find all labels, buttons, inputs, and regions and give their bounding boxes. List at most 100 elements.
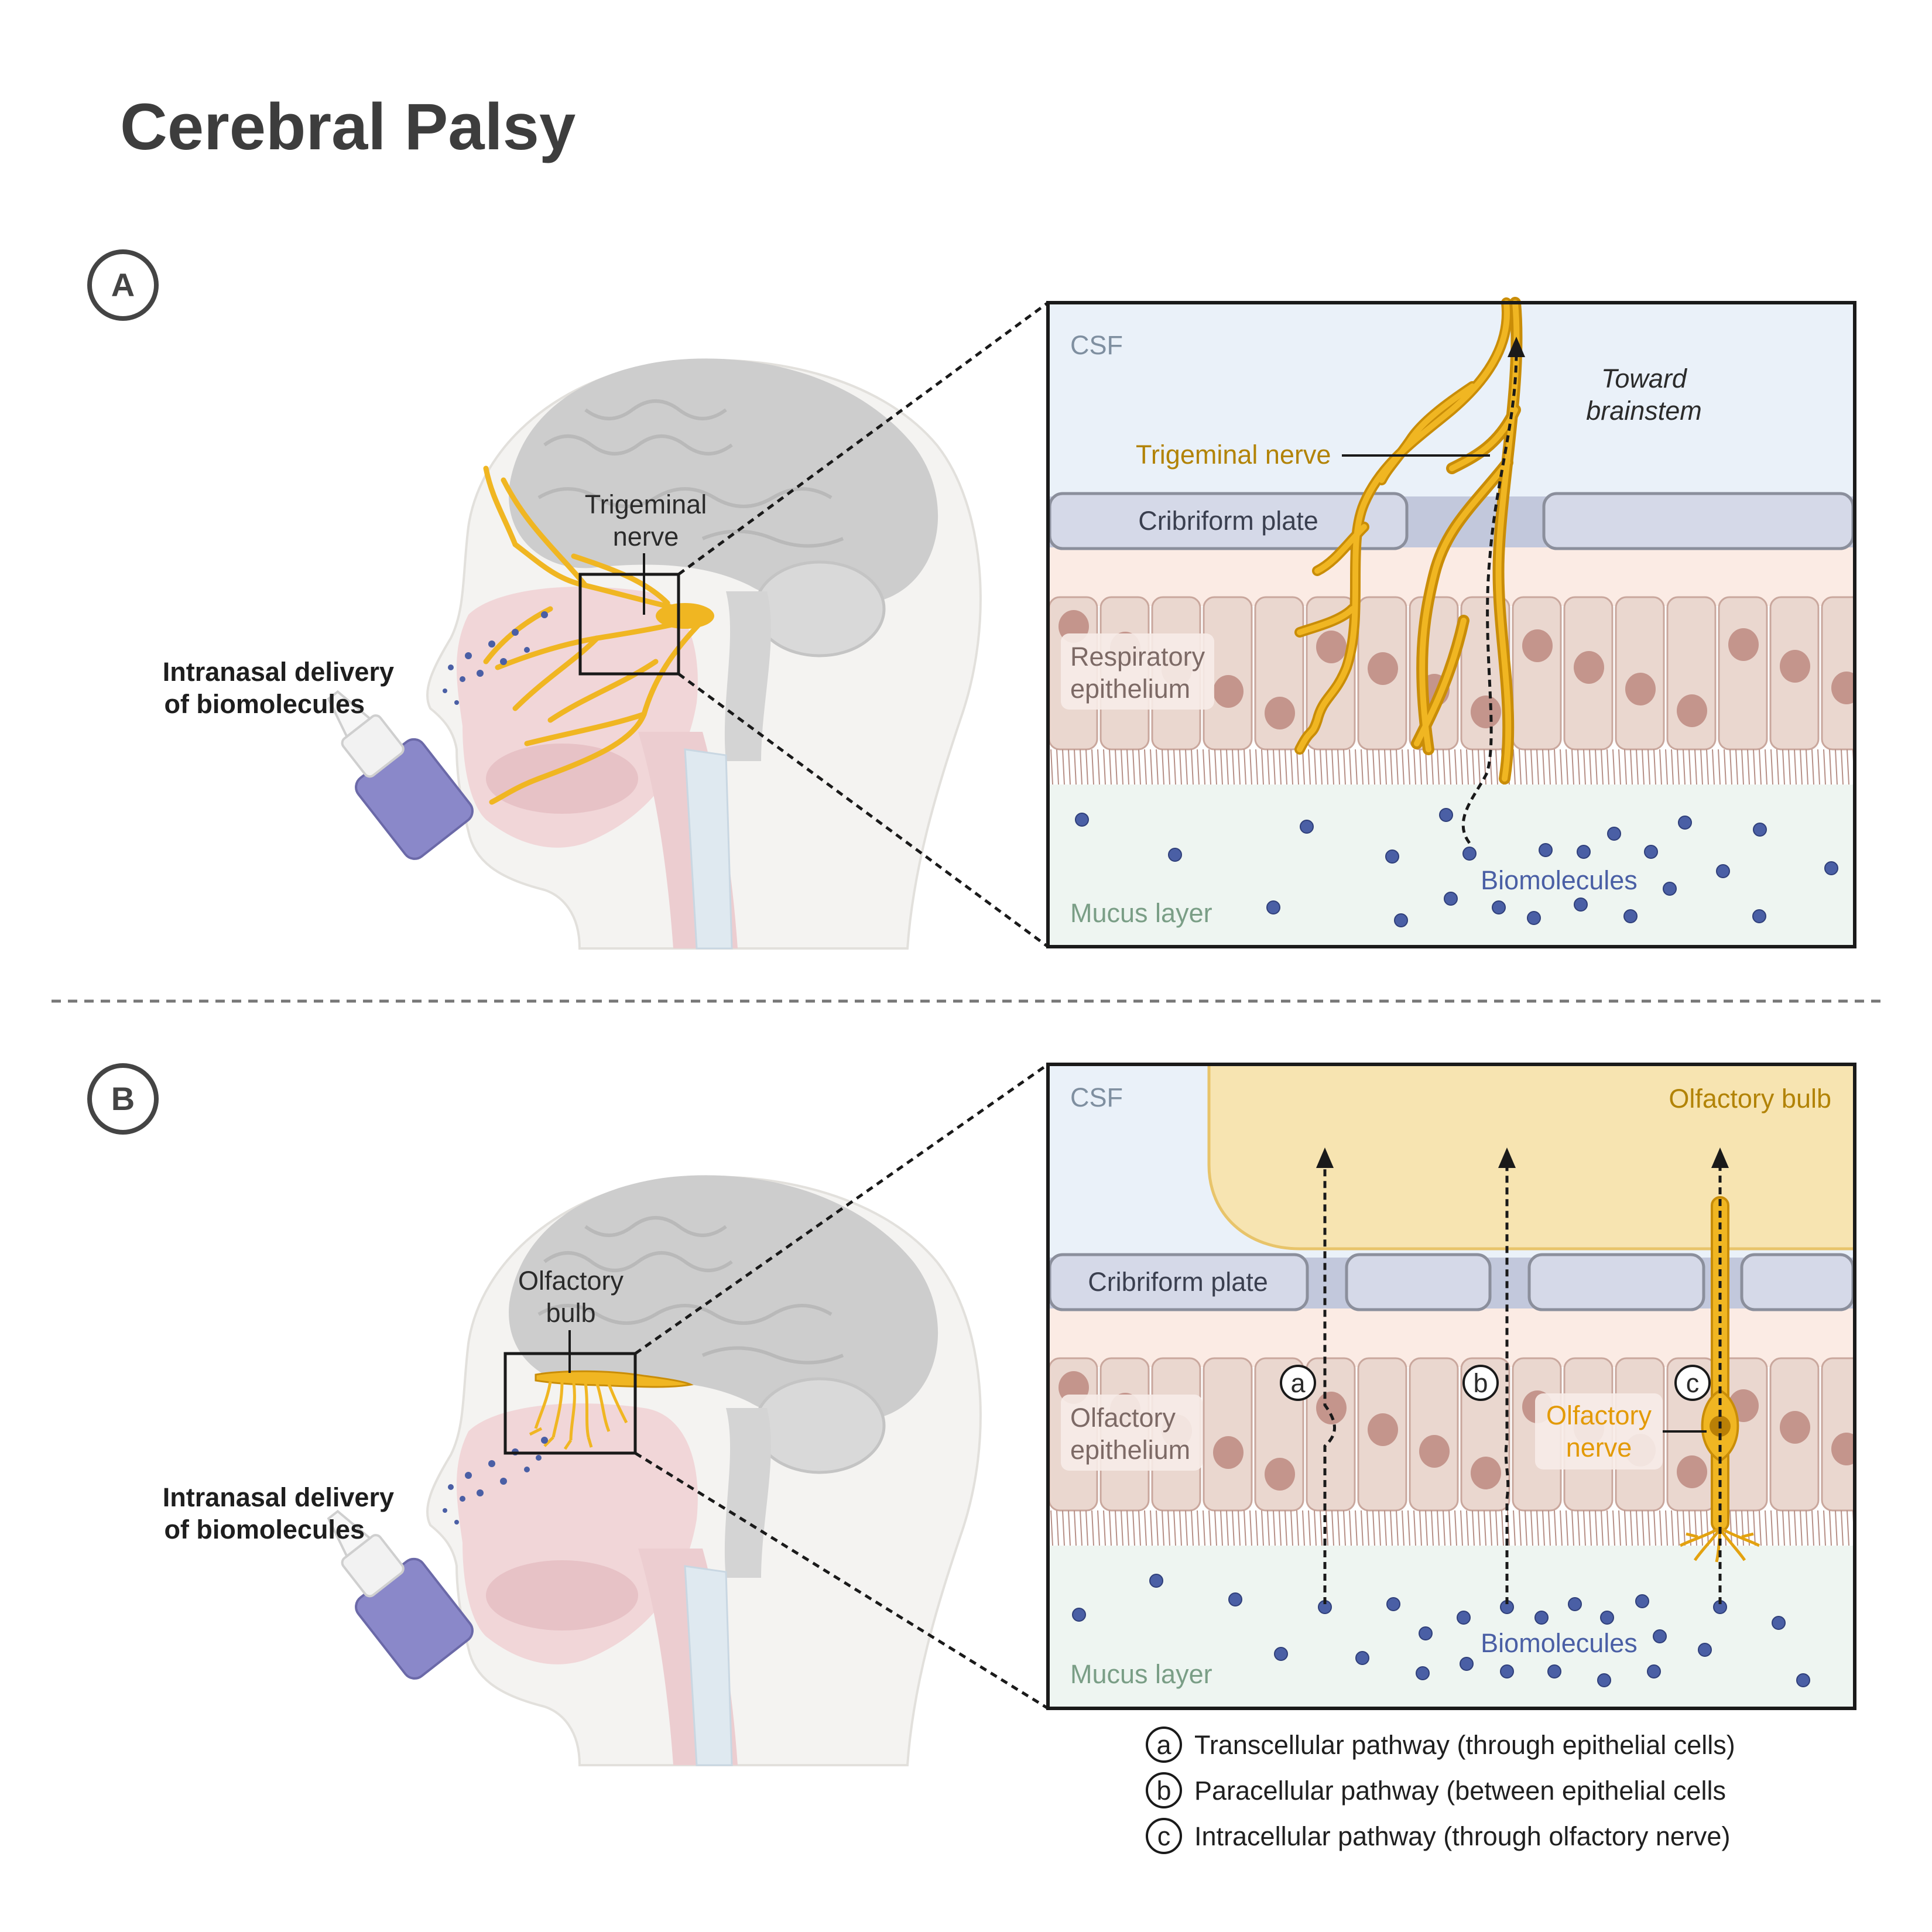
biomolecule: [1385, 849, 1399, 864]
cell-nucleus: [1522, 629, 1553, 662]
epithelium-label-bg-a: [1061, 633, 1214, 710]
marker-c: [1674, 1365, 1711, 1401]
legend-a-marker: [1146, 1727, 1182, 1763]
panel-b-badge: [87, 1063, 159, 1135]
head-illustration-a: [327, 358, 982, 950]
biomolecule: [1527, 911, 1541, 925]
nerve-label-line2: nerve: [1566, 1433, 1632, 1462]
biomolecule: [1416, 1666, 1430, 1680]
cell-nucleus: [1780, 650, 1810, 683]
cell-nucleus: [1677, 694, 1707, 727]
biomolecule: [1698, 1643, 1712, 1657]
cribriform-plate-b-3: [1527, 1253, 1705, 1311]
cilia-b: [1050, 1510, 1855, 1546]
biomolecule: [1355, 1651, 1369, 1665]
biomolecule: [1075, 813, 1089, 827]
legend-c-key: c: [1157, 1821, 1171, 1851]
cribriform-label-b: Cribriform plate: [1088, 1267, 1268, 1297]
biomolecule: [1635, 1594, 1649, 1608]
toward-label-line1: Toward: [1601, 364, 1688, 393]
panel-a-badge: [87, 249, 159, 321]
biomolecule: [1168, 848, 1182, 862]
cell-nucleus: [1831, 672, 1855, 704]
epithelium-label-b-line1: Olfactory: [1070, 1403, 1176, 1433]
legend-b-marker: [1146, 1772, 1182, 1808]
epithelial-cell: [1821, 596, 1855, 751]
cilia-strands: [1050, 749, 1855, 785]
cilia-strands: [1050, 1510, 1855, 1546]
head-label-a-line1: Trigeminal: [585, 489, 707, 519]
biomolecule: [1492, 900, 1506, 914]
inset-a: [1048, 303, 1913, 947]
cerebellum: [753, 1377, 886, 1474]
legend-b-key: b: [1156, 1776, 1171, 1806]
biomolecule: [1597, 1673, 1611, 1687]
biomolecule: [1300, 820, 1314, 834]
nerve-label-bg: [1535, 1393, 1663, 1469]
biomolecule: [1266, 900, 1280, 914]
brain-folds: [537, 399, 844, 548]
head-label-a-line2: nerve: [613, 522, 679, 551]
biomolecule: [1623, 909, 1638, 923]
cell-nucleus: [1831, 1433, 1855, 1465]
toward-label-line2: brainstem: [1586, 396, 1702, 426]
spray-bottle-a: [327, 690, 474, 860]
biomolecule: [1072, 1608, 1086, 1622]
cell-nucleus: [1780, 1411, 1810, 1444]
biomolecule: [1647, 1664, 1661, 1678]
epithelium-label-a-line1: Respiratory: [1070, 642, 1205, 672]
biomolecule: [1568, 1597, 1582, 1611]
cribriform-label-a: Cribriform plate: [1138, 506, 1318, 536]
biomolecule: [1444, 892, 1458, 906]
olfactory-bulb-label-inset: Olfactory bulb: [1669, 1084, 1831, 1114]
csf-label-b: CSF: [1070, 1083, 1123, 1112]
legend-a-text: Transcellular pathway (through epithelia…: [1194, 1730, 1735, 1760]
cell-nucleus: [1574, 651, 1604, 684]
pathway-arrowhead-a: [1508, 337, 1525, 357]
cell-nucleus: [1316, 1392, 1347, 1424]
brain: [509, 358, 938, 608]
trigeminal-nerve-inset: [1294, 297, 1523, 785]
trigeminal-label-inset: Trigeminal nerve: [1136, 440, 1331, 470]
zoom-line-b-top: [634, 1063, 1049, 1355]
legend-a-key: a: [1156, 1730, 1171, 1760]
cell-nucleus: [1316, 631, 1347, 663]
pathway-b-paracellular: [1504, 1162, 1510, 1604]
cerebellum: [753, 560, 886, 657]
cribriform-plate-b-4: [1740, 1253, 1855, 1311]
epithelium-label-b-line2: epithelium: [1070, 1435, 1190, 1465]
cell-nucleus: [1728, 628, 1759, 661]
brainstem: [724, 591, 771, 761]
olfactory-fibers-head: [529, 1381, 628, 1450]
epithelial-cell: [1821, 1357, 1855, 1512]
cell-nucleus: [1213, 1436, 1244, 1469]
marker-a: [1280, 1365, 1316, 1401]
pathway-a-transcellular: [1323, 1162, 1336, 1604]
biomolecule: [1824, 861, 1838, 875]
marker-c-letter: c: [1686, 1368, 1700, 1398]
biomolecules-a: [1075, 808, 1838, 927]
mucus-label-a: Mucus layer: [1070, 898, 1212, 928]
cell-nucleus: [1625, 673, 1656, 705]
biomolecule: [1274, 1647, 1288, 1661]
zoom-line-a-bottom: [677, 672, 1049, 948]
page-title: Cerebral Palsy: [120, 90, 576, 163]
cell-nucleus: [1883, 693, 1913, 726]
trigeminal-ganglion: [656, 603, 714, 629]
biomolecule: [1460, 1657, 1474, 1671]
panel-b: B: [87, 1063, 1856, 1766]
biomolecule: [1419, 1626, 1433, 1640]
biomolecule: [1752, 909, 1766, 923]
panel-a-letter: A: [111, 266, 135, 303]
delivery-label-b-line2: of biomolecules: [164, 1515, 365, 1544]
olfactory-bulb-region: [1207, 1064, 1855, 1251]
panel-b-letter: B: [111, 1080, 135, 1117]
cell-nucleus: [1677, 1455, 1707, 1488]
csf-label-a: CSF: [1070, 330, 1123, 360]
cell-nucleus: [1265, 1458, 1295, 1491]
nasal-biomolecules-a: [443, 611, 548, 705]
tongue: [486, 744, 638, 814]
cell-nucleus: [1471, 1457, 1501, 1489]
head-inset-box-a: [578, 573, 680, 676]
